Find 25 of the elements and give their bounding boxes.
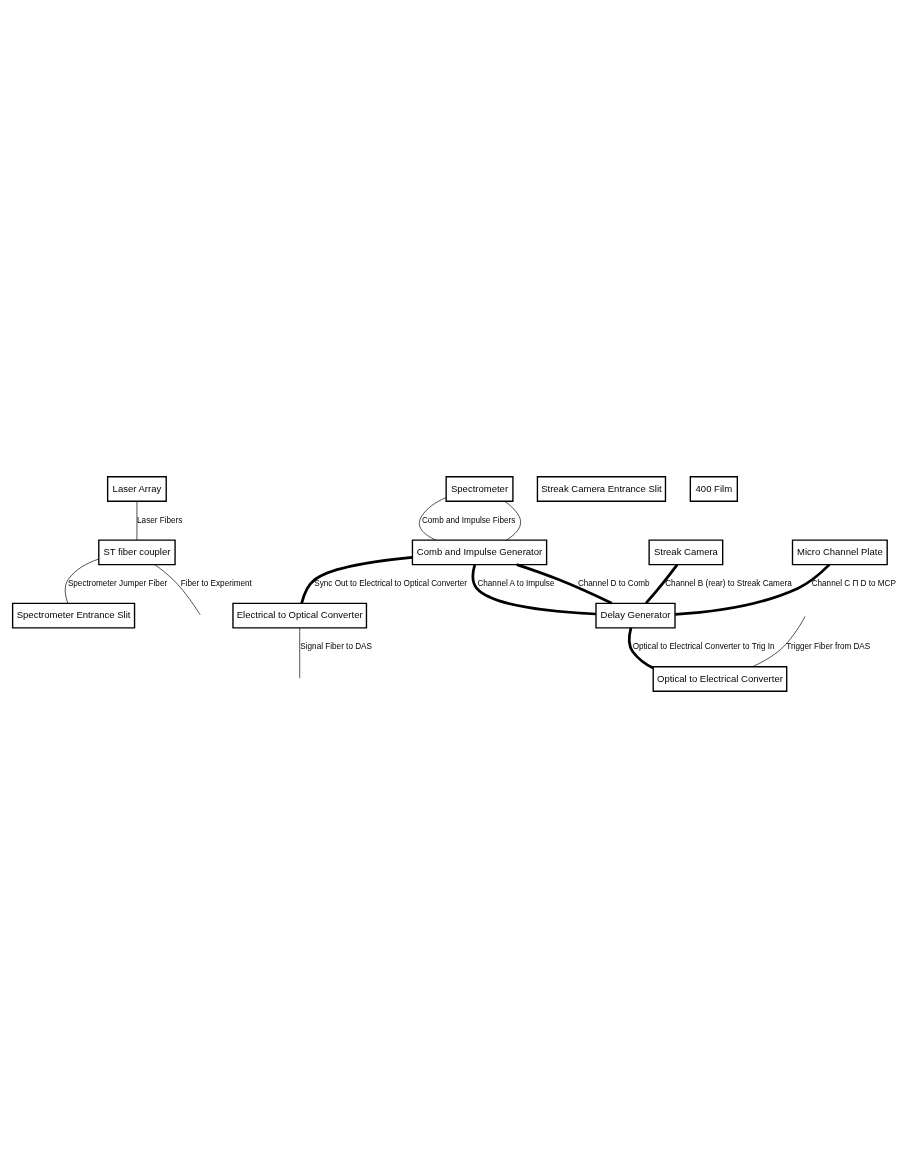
connector — [516, 563, 613, 605]
connector — [675, 563, 831, 616]
node-box: Streak Camera — [648, 539, 724, 566]
node-box: Spectrometer Entrance Slit — [11, 602, 136, 629]
connector — [504, 501, 521, 541]
node-box: Optical to Electrical Converter — [652, 666, 788, 692]
node-box: Spectrometer — [445, 476, 514, 502]
connector — [136, 501, 138, 541]
node-box: Delay Generator — [595, 602, 676, 629]
connector — [752, 616, 806, 668]
node-box: Electrical to Optical Converter — [232, 602, 368, 629]
connector — [471, 564, 596, 616]
node-box: ST fiber coupler — [98, 539, 176, 566]
node-box: Micro Channel Plate — [791, 539, 888, 566]
node-box: 400 Film — [689, 476, 738, 502]
connector — [627, 627, 654, 670]
node-box: Comb and Impulse Generator — [411, 539, 548, 566]
connector — [299, 627, 301, 679]
connector — [418, 497, 447, 541]
connector — [64, 558, 100, 604]
node-box: Laser Array — [106, 476, 167, 502]
node-box: Streak Camera Entrance Slit — [536, 476, 667, 502]
connector — [645, 563, 679, 605]
connector — [300, 555, 413, 604]
connector — [154, 564, 201, 616]
